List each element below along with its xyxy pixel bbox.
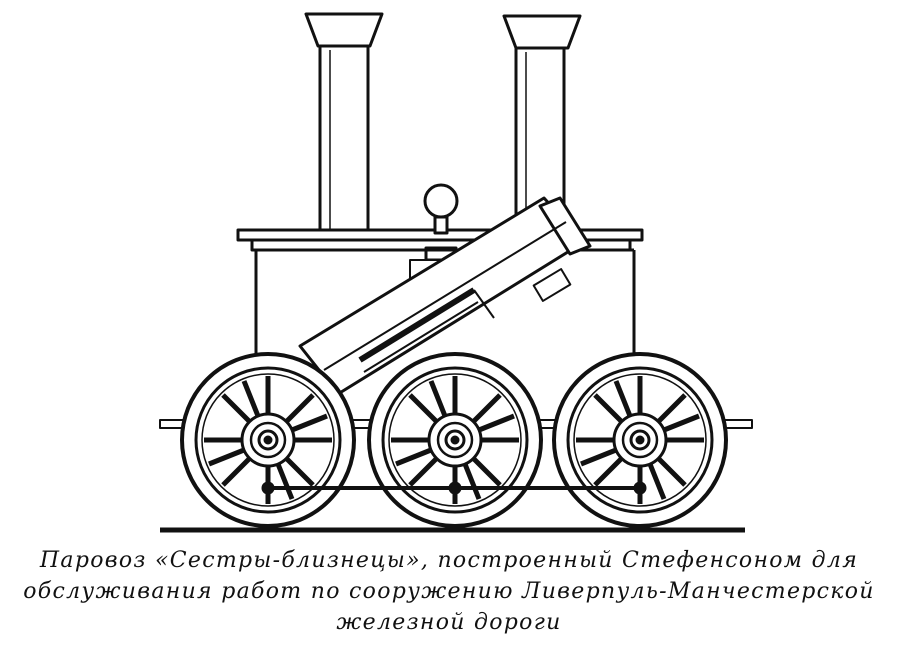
caption-line-2: обслуживания работ по сооружению Ливерпу… — [23, 579, 875, 604]
chimney-left — [304, 12, 384, 236]
caption-line-3: железной дороги — [336, 610, 562, 635]
wheel-middle — [367, 352, 543, 528]
wheel-right — [552, 352, 728, 528]
figure-caption: Паровоз «Сестры-близнецы», построенный С… — [0, 545, 898, 638]
safety-valve — [423, 183, 459, 262]
coupling-rod — [261, 481, 647, 495]
locomotive-illustration — [159, 12, 753, 533]
wheel-left — [180, 352, 356, 528]
caption-line-1: Паровоз «Сестры-близнецы», построенный С… — [39, 548, 859, 573]
